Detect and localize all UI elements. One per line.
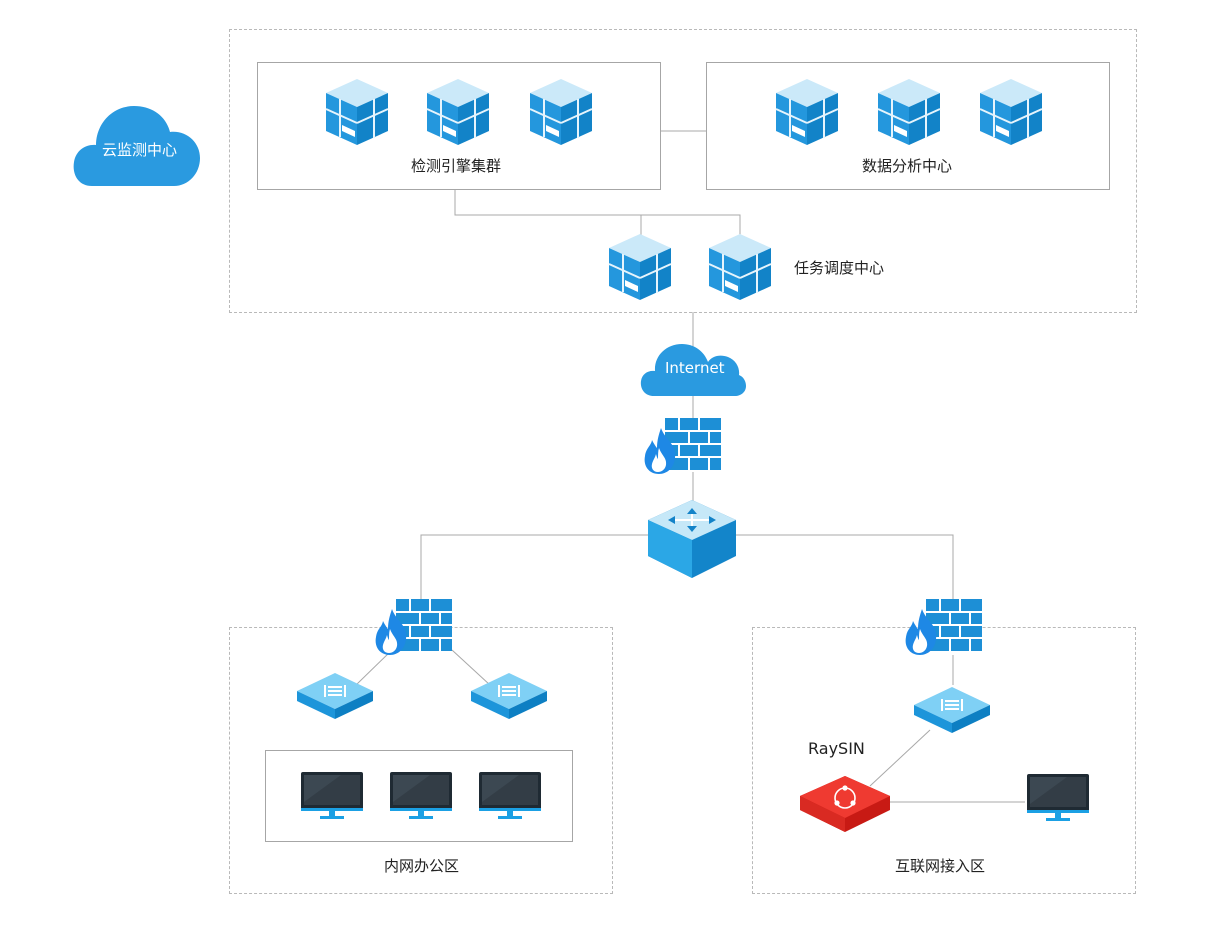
server-cube-icon	[325, 78, 389, 146]
server-cube-icon	[529, 78, 593, 146]
monitor-icon	[1027, 774, 1089, 821]
firewall-icon	[374, 598, 453, 656]
server-cube-icon	[426, 78, 490, 146]
server-cube-icon	[775, 78, 839, 146]
raysin-device-icon	[800, 776, 890, 832]
office-zone-label: 内网办公区	[384, 857, 460, 875]
access-zone	[752, 627, 1136, 894]
firewall-icon	[904, 598, 983, 656]
office-monitors-box	[265, 750, 573, 842]
switch-icon	[296, 672, 374, 720]
task-center-label: 任务调度中心	[794, 259, 885, 277]
access-zone-label: 互联网接入区	[895, 857, 986, 875]
server-cube-icon	[708, 233, 772, 301]
switch-icon	[470, 672, 548, 720]
data-center-box	[706, 62, 1110, 190]
engine-cluster-label: 检测引擎集群	[411, 157, 502, 175]
firewall-icon	[643, 417, 722, 475]
monitor-icon	[479, 772, 541, 819]
cloud-center-zone	[229, 29, 1137, 313]
server-cube-icon	[979, 78, 1043, 146]
engine-cluster-box	[257, 62, 661, 190]
internet-label: Internet	[665, 359, 725, 377]
internet-cloud-icon	[640, 344, 746, 396]
monitor-icon	[390, 772, 452, 819]
monitor-icon	[301, 772, 363, 819]
cloud-icon	[73, 106, 200, 186]
raysin-label: RaySIN	[808, 739, 865, 758]
cloud-center-label: 云监测中心	[102, 141, 178, 159]
server-cube-icon	[877, 78, 941, 146]
server-cube-icon	[608, 233, 672, 301]
data-center-label: 数据分析中心	[862, 157, 953, 175]
switch-icon	[913, 686, 991, 734]
core-router-icon	[648, 500, 736, 578]
